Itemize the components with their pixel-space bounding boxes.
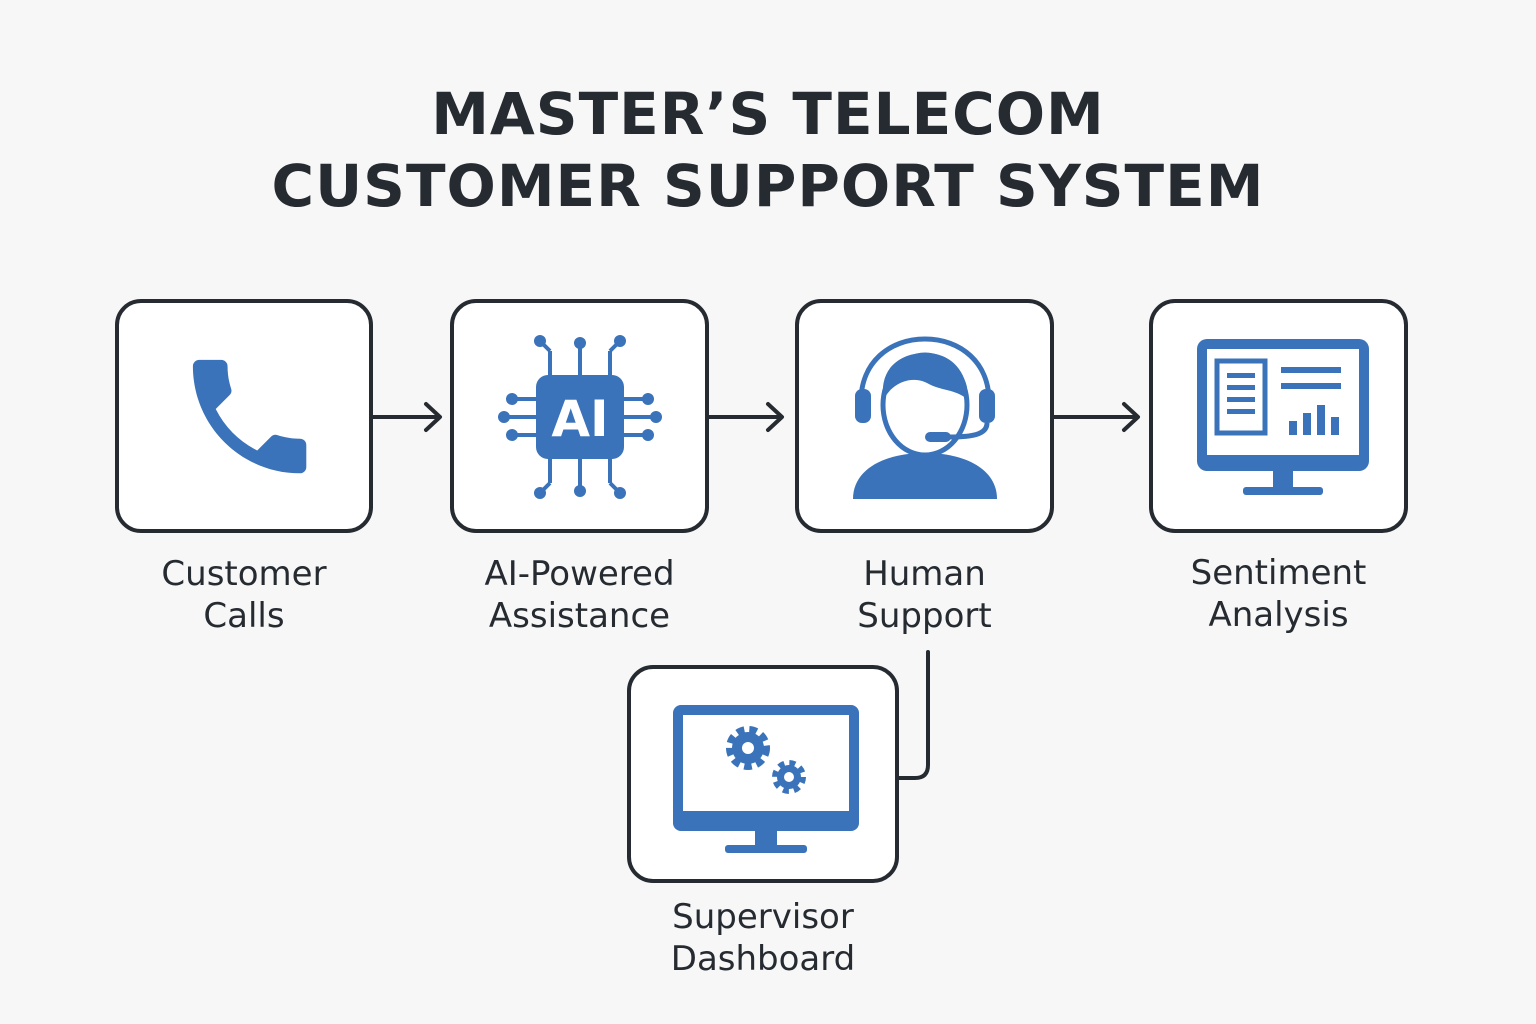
title-line-1: MASTER’S TELECOM — [431, 80, 1105, 148]
label-customer-calls: Customer Calls — [161, 554, 327, 636]
support-agent-headset-icon — [853, 336, 997, 499]
ai-chip-icon: AI — [498, 335, 662, 499]
label-sentiment-analysis: Sentiment Analysis — [1190, 553, 1367, 635]
connector-human-to-supervisor — [897, 650, 930, 780]
label-ai-powered-assistance: AI-Powered Assistance — [484, 554, 675, 636]
node-supervisor-dashboard[interactable] — [627, 665, 899, 883]
small-gear-icon — [772, 760, 806, 794]
page-title: MASTER’S TELECOM CUSTOMER SUPPORT SYSTEM — [0, 78, 1536, 222]
node-sentiment-analysis[interactable] — [1149, 299, 1408, 533]
large-gear-icon — [726, 726, 770, 770]
node-ai-powered-assistance[interactable]: AI — [450, 299, 709, 533]
title-line-2: CUSTOMER SUPPORT SYSTEM — [271, 152, 1265, 220]
label-supervisor-dashboard: Supervisor Dashboard — [670, 897, 856, 979]
phone-icon — [192, 359, 307, 474]
monitor-gears-icon — [673, 705, 859, 853]
ai-chip-text: AI — [551, 390, 608, 448]
arrow-ai-to-human — [707, 402, 784, 432]
node-customer-calls[interactable] — [115, 299, 373, 533]
arrow-human-to-sentiment — [1052, 402, 1140, 432]
label-human-support: Human Support — [857, 554, 992, 636]
node-human-support[interactable] — [795, 299, 1054, 533]
analytics-monitor-icon — [1197, 339, 1369, 495]
arrow-calls-to-ai — [371, 402, 442, 432]
